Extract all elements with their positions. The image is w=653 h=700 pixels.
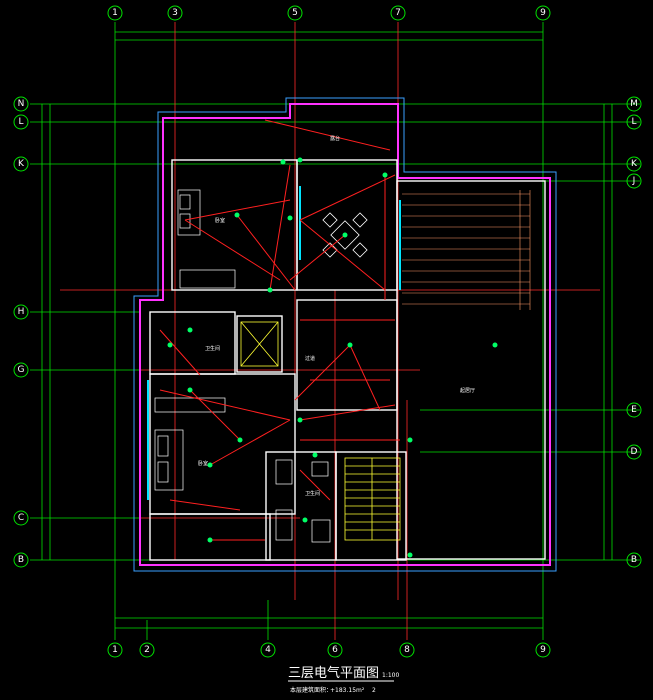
fixtures [167,157,498,558]
axis-bubble: 9 [535,642,551,658]
svg-text:7: 7 [395,8,401,18]
svg-text:H: H [18,307,25,317]
svg-text:G: G [18,365,25,375]
axis-bubble: 1 [107,5,123,21]
room-labels: 卧室 露台 卫生间 过道 卧室 起居厅 卫生间 [198,135,475,497]
area-label: 本层建筑面积： [290,686,332,694]
svg-text:D: D [631,447,638,457]
svg-text:E: E [631,405,637,415]
svg-text:N: N [18,99,25,109]
drawing-scale: 1:100 [382,672,399,679]
axis-bubble: K [626,156,642,172]
svg-text:9: 9 [540,645,546,655]
axis-bubble: 7 [390,5,406,21]
axis-bubble: M [626,96,642,112]
axis-bubble: E [626,402,642,418]
axis-bubbles-bottom: 1 2 4 6 8 9 [107,642,551,658]
svg-text:9: 9 [540,8,546,18]
axis-bubble: L [13,114,29,130]
axis-bubble: L [626,114,642,130]
axis-bubbles-left: N L K H G C B [13,96,29,568]
axis-bubbles-right: M L K J E D B [626,96,642,568]
axis-bubbles-top: 1 3 5 7 9 [107,5,551,21]
axis-bubble: 5 [287,5,303,21]
svg-text:C: C [18,513,24,523]
axis-bubble: D [626,444,642,460]
axis-bubble: B [13,552,29,568]
outer-wall-outline [139,103,551,566]
axis-bubble: 2 [139,642,155,658]
room-label: 卧室 [215,217,225,224]
svg-text:8: 8 [404,645,410,655]
dining-table-icon [322,212,368,258]
walls [149,159,546,561]
svg-text:M: M [630,99,638,109]
terrace-hatch [402,190,531,310]
title-block: 三层电气平面图 1:100 本层建筑面积： +183.15m² 2 [288,665,399,694]
axis-bubble: J [626,173,642,189]
axis-bubble: G [13,362,29,378]
axis-bubble: H [13,304,29,320]
room-label: 过道 [305,355,315,362]
svg-text:B: B [631,555,637,565]
axis-bubble: 9 [535,5,551,21]
svg-text:K: K [631,159,638,169]
axis-bubble: B [626,552,642,568]
axis-bubble: C [13,510,29,526]
drawing-title: 三层电气平面图 [288,665,379,681]
svg-text:K: K [18,159,25,169]
room-label: 卫生间 [205,345,220,352]
room-label: 露台 [330,135,340,142]
svg-text:J: J [632,176,636,186]
room-label: 卫生间 [305,490,320,497]
axis-bubble: 3 [167,5,183,21]
svg-text:B: B [18,555,24,565]
svg-text:4: 4 [265,645,271,655]
svg-text:6: 6 [332,645,338,655]
axis-bubble: N [13,96,29,112]
axis-bubble: 1 [107,642,123,658]
inner-wall-outline [133,97,557,572]
room-label: 卧室 [198,460,208,467]
axis-bubble: K [13,156,29,172]
axis-bubble: 6 [327,642,343,658]
area-value: +183.15m² [330,687,365,694]
svg-text:L: L [18,117,23,127]
svg-text:1: 1 [112,645,118,655]
stairs [240,321,401,541]
axis-bubble: 8 [399,642,415,658]
svg-text:1: 1 [112,8,118,18]
axis-bubble: 4 [260,642,276,658]
wiring [159,119,400,541]
svg-text:L: L [631,117,636,127]
room-label: 起居厅 [460,388,475,394]
svg-text:2: 2 [144,645,150,655]
svg-text:5: 5 [292,8,298,18]
svg-text:3: 3 [172,8,178,18]
area-mark: 2 [372,687,376,694]
windows [147,186,401,500]
